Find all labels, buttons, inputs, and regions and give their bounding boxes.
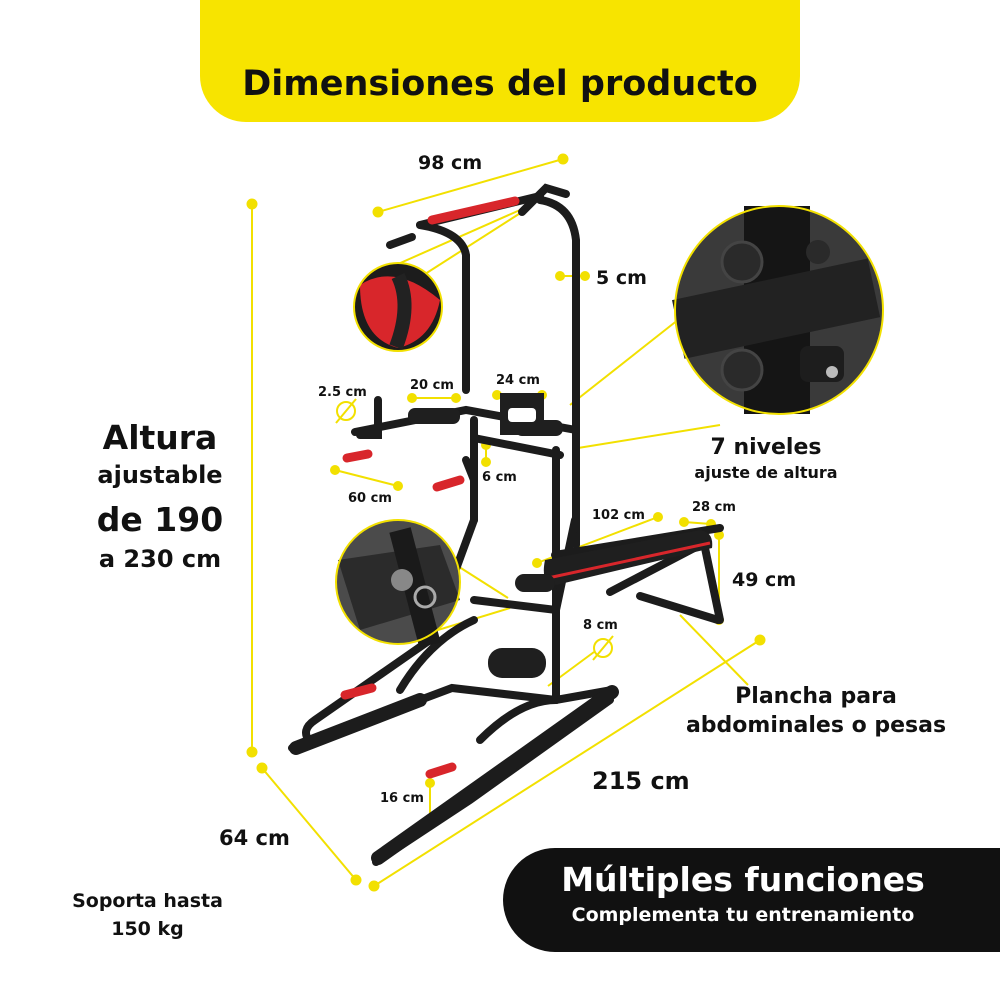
gap-6-label: 6 cm (482, 470, 517, 485)
features-subtitle: Complementa tu entrenamiento (571, 904, 915, 926)
bench-49-label: 49 cm (732, 569, 797, 591)
title-banner: Dimensiones del producto (200, 0, 800, 122)
arm-60-label: 60 cm (348, 491, 392, 506)
back-24-label: 24 cm (496, 373, 540, 388)
width-top-label: 98 cm (418, 152, 483, 174)
capacity-line-1: Soporta hasta (72, 890, 223, 912)
height-line-1: Altura (102, 418, 218, 457)
features-badge: Múltiples funciones Complementa tu entre… (503, 848, 1000, 952)
height-line-4: a 230 cm (98, 545, 222, 573)
grip-diam-label: 2.5 cm (318, 385, 367, 400)
page-title: Dimensiones del producto (242, 64, 758, 104)
red-grips (340, 196, 520, 779)
bench-line-1: Plancha para (735, 684, 897, 709)
height-line-2: ajustable (97, 461, 223, 489)
levels-subtitle: ajuste de altura (694, 463, 838, 482)
pad-20-label: 20 cm (410, 378, 454, 393)
levels-title: 7 niveles (710, 435, 822, 460)
bench-102-label: 102 cm (592, 508, 645, 523)
bench-bracket-detail-circle (335, 519, 461, 648)
depth-64-label: 64 cm (219, 826, 290, 850)
foot-16-label: 16 cm (380, 791, 424, 806)
bar-5-label: 5 cm (596, 267, 647, 289)
capacity-line-2: 150 kg (111, 918, 184, 940)
tube-8-label: 8 cm (583, 618, 618, 633)
bench-28-label: 28 cm (692, 500, 736, 515)
features-title: Múltiples funciones (561, 860, 925, 899)
knob-detail-circle (672, 205, 884, 415)
length-215-label: 215 cm (592, 767, 690, 795)
grip-detail-circle (353, 262, 443, 352)
bench-line-2: abdominales o pesas (685, 713, 947, 738)
height-line-3: de 190 (96, 500, 224, 539)
